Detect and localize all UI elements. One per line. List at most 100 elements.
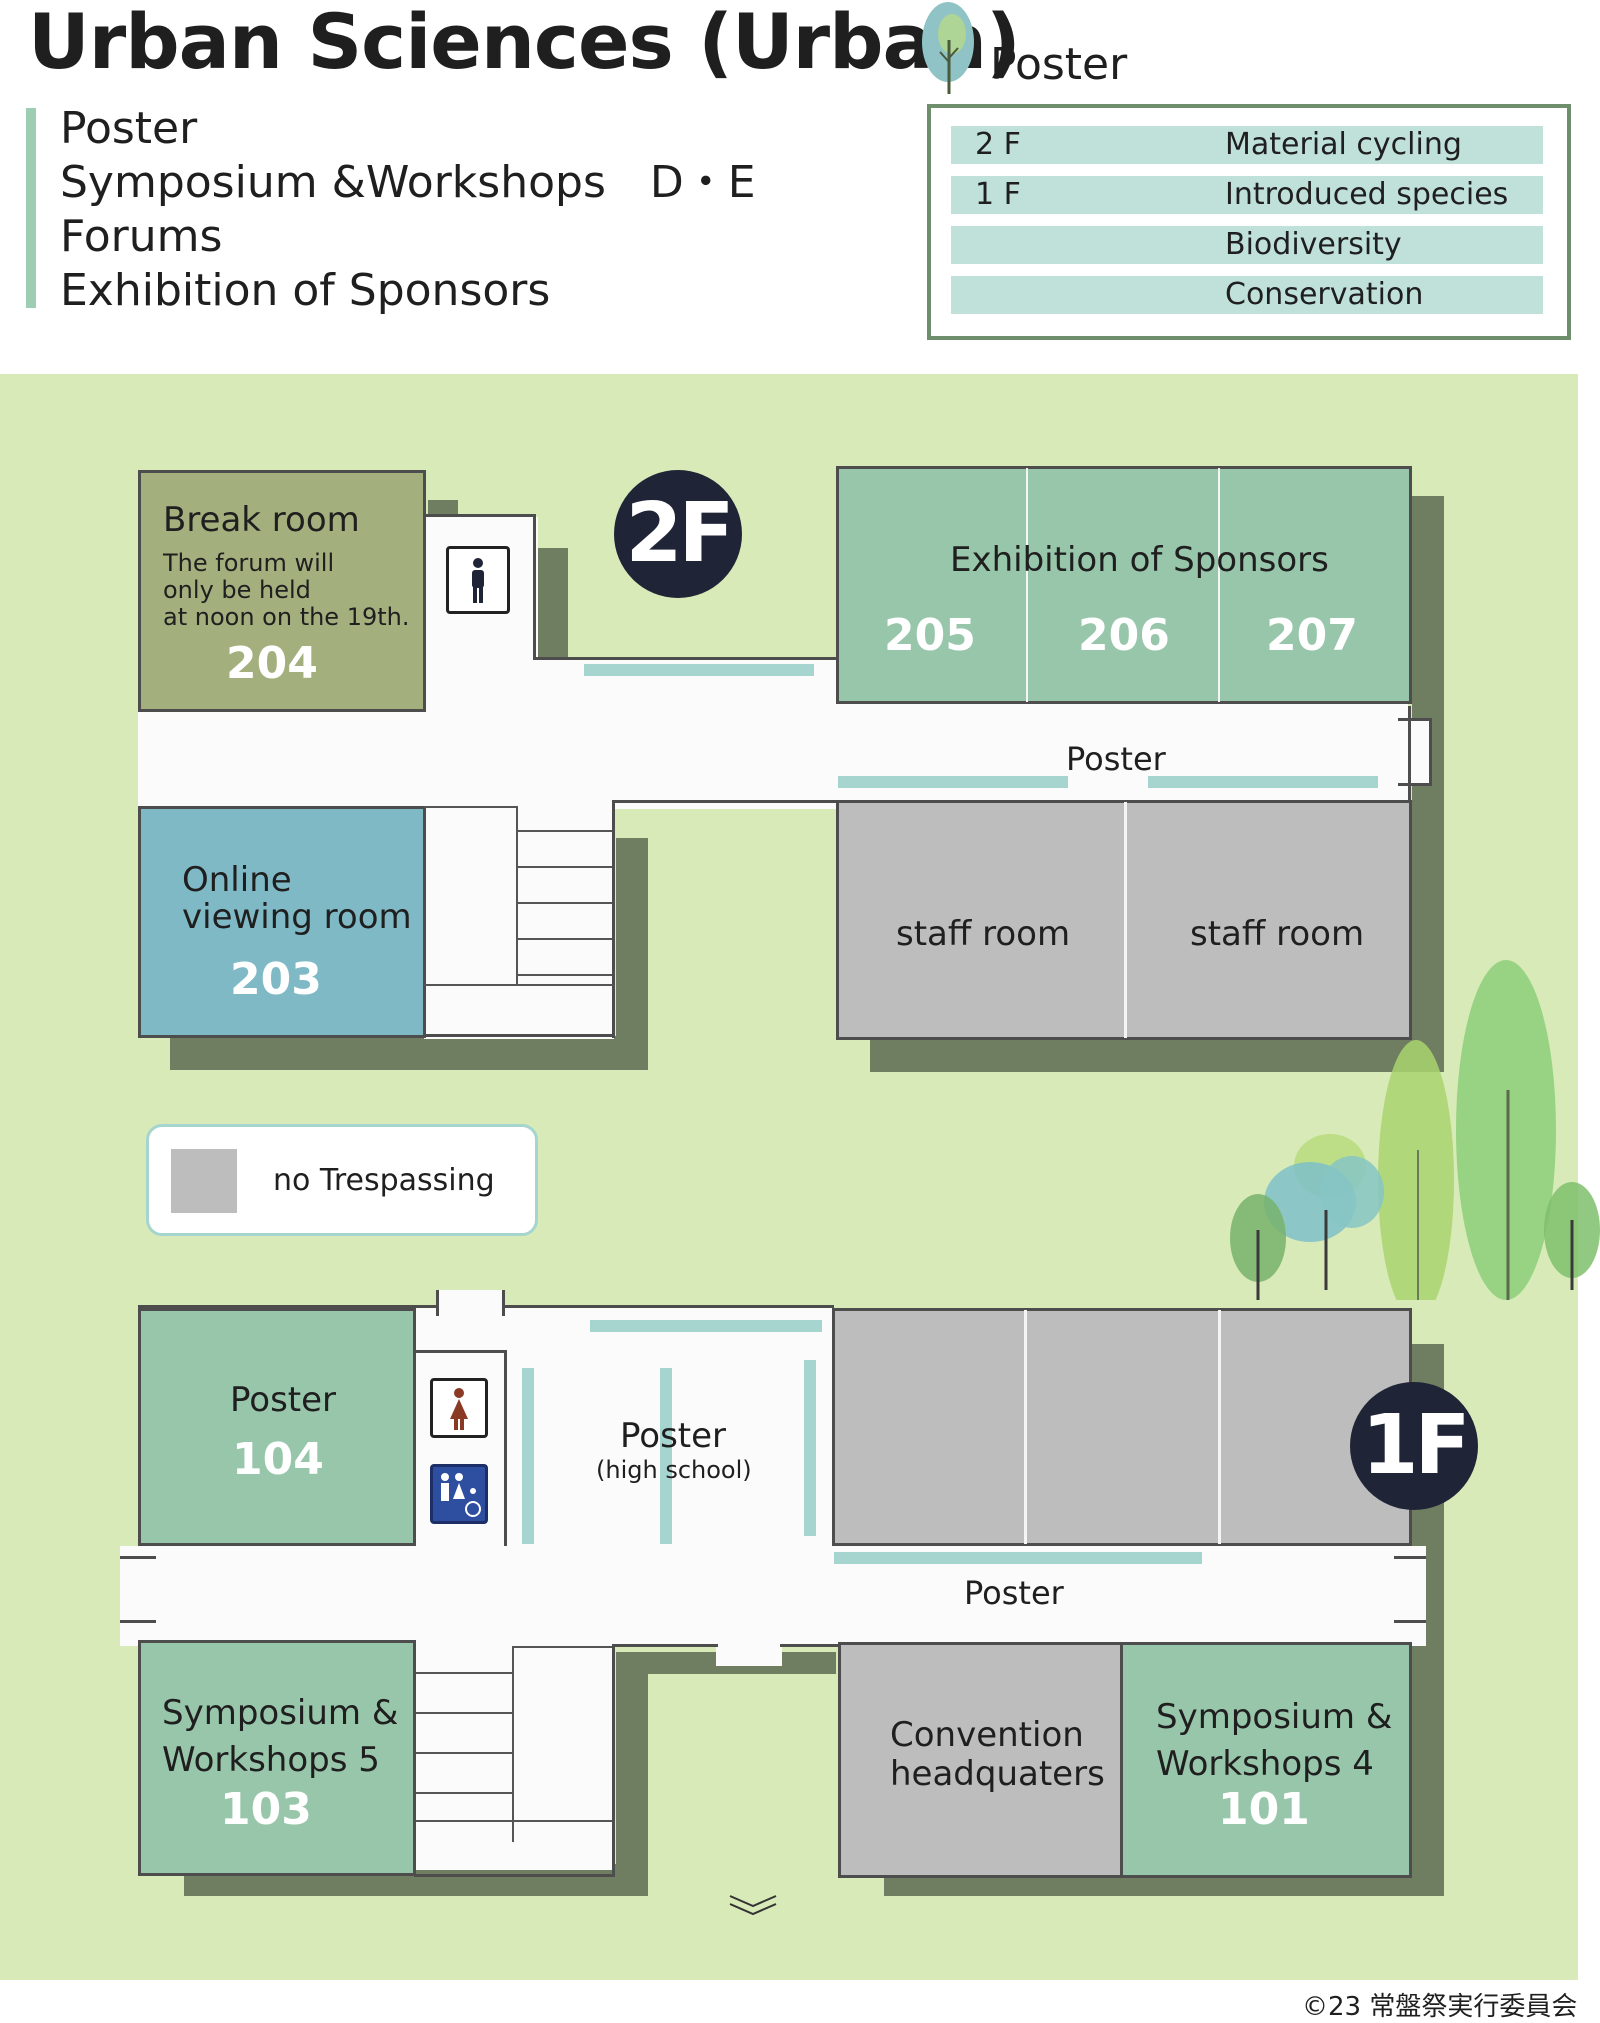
entrance — [716, 1636, 782, 1666]
exhibition-area — [836, 466, 1412, 704]
wall — [612, 1644, 718, 1647]
wall — [414, 1874, 615, 1877]
room-note-line: at noon on the 19th. — [163, 603, 410, 631]
poster-board — [834, 1552, 1202, 1564]
topics-accent-bar — [26, 108, 36, 308]
wall — [533, 657, 836, 660]
room-name: Convention headquaters — [890, 1716, 1105, 1794]
legend-row: Conservation — [951, 276, 1543, 314]
room-divider — [1218, 468, 1220, 702]
wall — [612, 800, 836, 803]
entrance-chevron-icon — [729, 1895, 777, 1916]
door-frame — [1394, 1556, 1426, 1559]
stairs — [516, 830, 612, 1010]
room-name: Online viewing room — [182, 862, 412, 936]
room-101 — [1120, 1642, 1412, 1878]
room-name: Symposium & Workshops 4 — [1156, 1694, 1392, 1788]
staff-room-label: staff room — [896, 914, 1071, 954]
room-divider — [1124, 802, 1127, 1038]
wall — [424, 1034, 615, 1037]
room-204 — [138, 470, 426, 712]
room-divider — [1218, 1310, 1221, 1544]
room-note-line: The forum will — [163, 549, 335, 577]
room-name-line: Workshops 4 — [1156, 1744, 1374, 1784]
poster-legend: 2 F Material cycling 1 F Introduced spec… — [927, 104, 1571, 340]
wall — [504, 1350, 507, 1546]
stair-rail — [424, 984, 614, 986]
room-number: 203 — [230, 954, 322, 1005]
wall — [612, 800, 615, 1038]
legend-floor: 1 F — [975, 177, 1021, 212]
tree-icon — [1230, 960, 1600, 1300]
topic-symposium: Symposium &Workshops D・E — [60, 157, 756, 208]
stair-rail — [516, 806, 518, 986]
room-name-line: viewing room — [182, 897, 412, 937]
wall — [138, 1305, 438, 1308]
entrance — [438, 1290, 504, 1314]
door-frame — [1394, 1620, 1426, 1623]
poster-board — [590, 1320, 822, 1332]
wall — [612, 1644, 615, 1876]
room-number: 101 — [1218, 1784, 1310, 1835]
wall — [780, 1644, 838, 1647]
room-note-line: only be held — [163, 576, 311, 604]
staff-room-label: staff room — [1190, 914, 1365, 954]
room-name-line: Workshops 5 — [162, 1740, 380, 1780]
copyright: ©23 常盤祭実行委員会 — [1302, 1992, 1578, 2022]
room-name: Poster — [230, 1380, 337, 1420]
room-103 — [138, 1640, 416, 1876]
side-door — [1398, 718, 1432, 786]
legend-topic: Introduced species — [1225, 177, 1509, 212]
wall — [424, 514, 536, 517]
legend-topic: Material cycling — [1225, 127, 1462, 162]
wall — [504, 1305, 834, 1308]
room-203 — [138, 806, 426, 1038]
corridor-label: Poster — [1066, 740, 1166, 778]
stair-rail — [512, 1646, 612, 1648]
wall — [1408, 706, 1411, 802]
door-frame — [436, 1290, 439, 1316]
room-number-207: 207 — [1266, 610, 1358, 661]
room-number: 204 — [226, 638, 318, 689]
legend-row: 1 F Introduced species — [951, 176, 1543, 214]
legend-row: Biodiversity — [951, 226, 1543, 264]
building-shadow — [870, 1040, 1444, 1072]
building-shadow — [170, 1036, 648, 1070]
topic-poster: Poster — [60, 103, 198, 154]
mens-restroom-icon — [446, 546, 510, 614]
room-name-line: headquaters — [890, 1754, 1105, 1794]
poster-board — [804, 1360, 816, 1536]
tree-icon — [922, 2, 974, 94]
hall-label: Poster — [620, 1416, 727, 1456]
building-shadow — [616, 838, 648, 1070]
exhibition-title: Exhibition of Sponsors — [950, 540, 1329, 580]
building-shadow — [616, 1652, 648, 1896]
topic-forums: Forums — [60, 211, 223, 262]
restricted-rooms — [832, 1308, 1412, 1546]
womens-restroom-icon — [430, 1378, 488, 1438]
stairwell — [414, 1644, 614, 1870]
key-label: no Trespassing — [273, 1163, 495, 1198]
room-number: 103 — [220, 1784, 312, 1835]
door-frame — [120, 1620, 156, 1623]
room-divider — [1026, 468, 1028, 702]
poster-board — [522, 1368, 534, 1544]
room-name-line: Convention — [890, 1715, 1084, 1755]
room-divider — [1024, 1310, 1027, 1544]
room-name-line: Online — [182, 860, 292, 900]
wall — [533, 514, 536, 660]
room-name: Symposium & Workshops 5 — [162, 1690, 398, 1784]
accessible-restroom-icon — [430, 1464, 488, 1524]
legend-topic: Biodiversity — [1225, 227, 1402, 262]
legend-topic: Conservation — [1225, 277, 1424, 312]
poster-board — [838, 776, 1068, 788]
stair-rail — [512, 1646, 514, 1842]
stair-rail — [416, 1820, 612, 1822]
legend-title: Poster — [990, 39, 1128, 90]
room-number: 104 — [232, 1434, 324, 1485]
poster-board — [660, 1368, 672, 1544]
room-name-line: Symposium & — [162, 1693, 399, 1733]
floor-2-badge: 2F — [614, 470, 742, 598]
map-title: Urban Sciences (Urban) — [28, 0, 1021, 86]
no-trespassing-swatch — [171, 1149, 237, 1213]
